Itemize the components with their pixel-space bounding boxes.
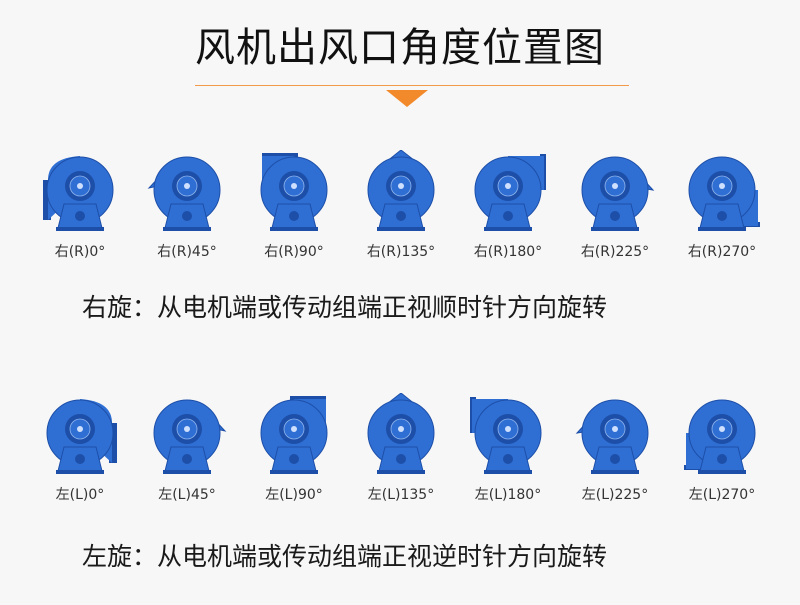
fan-angle-label: 左(L)0°: [55, 487, 105, 503]
fan-angle-label: 右(R)135°: [366, 244, 436, 260]
right-rotation-row: 右(R)0° 右(R)45° 右(R)90° 右(R)135° 右(R)180° 右(R)…: [0, 150, 800, 270]
fan-angle-label: 右(R)90°: [264, 244, 324, 260]
fan-diagram-r-0: 右(R)0°: [30, 150, 130, 270]
fan-diagram-l-0: 左(L)0°: [30, 393, 130, 513]
fan-diagram-r-90: 右(R)90°: [244, 150, 344, 270]
fan-diagram-l-270: 左(L)270°: [672, 393, 772, 513]
fan-diagram-r-225: 右(R)225°: [565, 150, 665, 270]
fan-angle-label: 左(L)45°: [158, 487, 216, 503]
fan-diagram-r-45: 右(R)45°: [137, 150, 237, 270]
page-title: 风机出风口角度位置图: [195, 25, 605, 71]
fan-diagram-r-270: 右(R)270°: [672, 150, 772, 270]
fan-diagram-r-180: 右(R)180°: [458, 150, 558, 270]
fan-angle-label: 右(R)45°: [157, 244, 217, 260]
fan-diagram-l-180: 左(L)180°: [458, 393, 558, 513]
down-arrow-icon: [386, 90, 428, 107]
fan-angle-label: 左(L)135°: [367, 487, 435, 503]
fan-diagram-r-135: 右(R)135°: [351, 150, 451, 270]
fan-angle-label: 左(L)90°: [265, 487, 323, 503]
fan-angle-label: 左(L)180°: [474, 487, 542, 503]
right-rotation-caption: 右旋：从电机端或传动组端正视顺时针方向旋转: [82, 293, 608, 322]
fan-diagram-l-45: 左(L)45°: [137, 393, 237, 513]
left-rotation-caption: 左旋：从电机端或传动组端正视逆时针方向旋转: [82, 542, 608, 571]
fan-diagram-l-90: 左(L)90°: [244, 393, 344, 513]
left-rotation-row: 左(L)0° 左(L)45° 左(L)90° 左(L)135° 左(L)180° 左(L)…: [0, 393, 800, 513]
fan-angle-label: 左(L)270°: [688, 487, 756, 503]
title-divider: [195, 85, 629, 86]
fan-angle-label: 右(R)180°: [473, 244, 543, 260]
fan-angle-label: 右(R)270°: [687, 244, 757, 260]
fan-angle-label: 右(R)0°: [54, 244, 106, 260]
fan-diagram-l-225: 左(L)225°: [565, 393, 665, 513]
fan-angle-label: 右(R)225°: [580, 244, 650, 260]
fan-diagram-l-135: 左(L)135°: [351, 393, 451, 513]
fan-angle-label: 左(L)225°: [581, 487, 649, 503]
